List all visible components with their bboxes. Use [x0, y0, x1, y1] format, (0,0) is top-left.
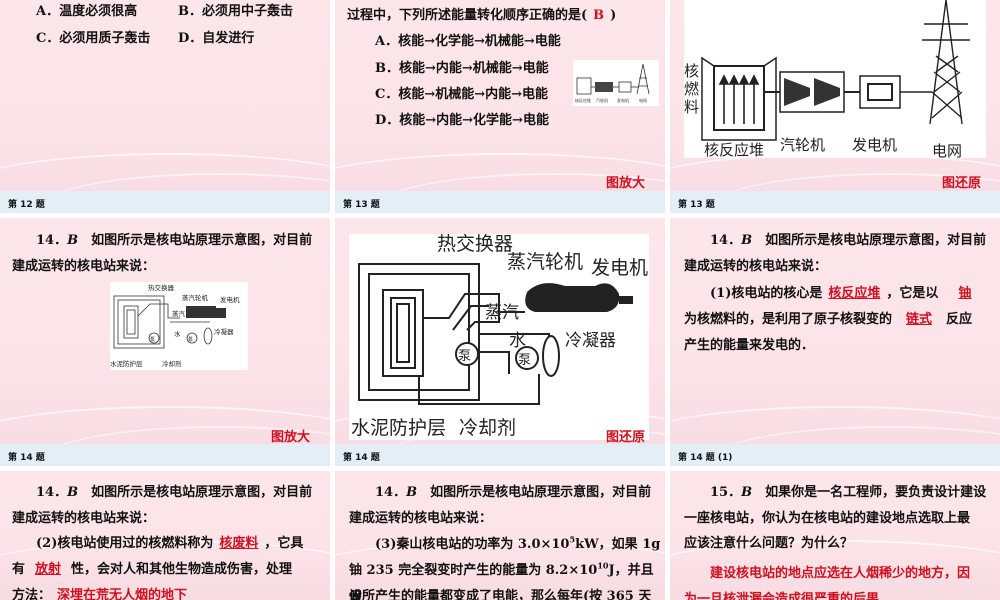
- concrete-shield-label: 水泥防护层: [351, 417, 446, 439]
- slide-footer: 第 13 题: [670, 191, 1000, 213]
- answer-blank-3: 深埋在荒无人烟的地下: [57, 588, 188, 600]
- option-d: D．核能→内能→化学能→电能: [375, 113, 549, 128]
- answer-line-3: 方法：深埋在荒无人烟的地下: [12, 582, 193, 600]
- reactor-thumbnail[interactable]: 热交换器 蒸汽轮机 发电机 蒸汽 冷凝器 水 泵 泵 水泥防护层 冷却剂: [110, 282, 248, 370]
- option-c: C．必须用质子轰击: [36, 31, 151, 46]
- question-line-1: 14．B 如图所示是核电站原理示意图，对目前: [375, 485, 652, 500]
- power-plant-svg: 核 燃 料 核反应堆 汽轮机 发电机 电网: [684, 0, 970, 160]
- svg-text:泵: 泵: [150, 337, 155, 343]
- answer-line-3: 产生的能量来发电的．: [684, 338, 815, 353]
- slide-q14-part1: 14．B 如图所示是核电站原理示意图，对目前 建成运转的核电站来说： (1)核电…: [670, 218, 1000, 466]
- slide-q14-figure: 热交换器 蒸汽轮机 发电机 蒸汽 冷凝器 水 泵 泵 水泥防护层 冷却剂 图还原…: [335, 218, 665, 466]
- slide-footer: 第 13 题: [335, 191, 665, 213]
- answer-mark: B: [593, 8, 605, 23]
- svg-text:电网: 电网: [639, 97, 647, 103]
- zoom-in-button[interactable]: 图放大: [606, 176, 646, 191]
- slide-q14-part3: 14．B 如图所示是核电站原理示意图，对目前 建成运转的核电站来说： (3)秦山…: [335, 471, 665, 600]
- steam-turbine-label: 蒸汽轮机: [507, 251, 583, 273]
- answer-line-2: 为核燃料的，是利用了原子核裂变的链式反应: [684, 312, 973, 327]
- problem-line-3: 设所产生的能量都变成了电能，那么每年(按 365 天: [349, 589, 652, 600]
- steam-label: 蒸汽: [485, 303, 519, 323]
- slide-footer: 第 12 题: [0, 191, 330, 213]
- reactor-label: 核反应堆: [704, 141, 764, 158]
- slide-q14-thumb: 14．B 如图所示是核电站原理示意图，对目前 建成运转的核电站来说： 热交换器: [0, 218, 330, 466]
- slide-footer: 第 14 题: [0, 444, 330, 466]
- slide-q13-figure: 核 燃 料 核反应堆 汽轮机 发电机 电网 图还原 第 13 题: [670, 0, 1000, 213]
- restore-button[interactable]: 图还原: [942, 176, 982, 191]
- answer-blank-3: 链式: [906, 312, 933, 327]
- answer-line-2: 有放射性，会对人和其他生物造成伤害，处理: [12, 562, 293, 577]
- svg-text:冷却剂: 冷却剂: [162, 359, 182, 368]
- pump-label-1: 泵: [458, 349, 471, 364]
- question-line-3: 应该注意什么问题？为什么？: [684, 536, 854, 551]
- slide-q14-part2: 14．B 如图所示是核电站原理示意图，对目前 建成运转的核电站来说： (2)核电…: [0, 471, 330, 600]
- option-a: A．温度必须很高: [36, 4, 138, 19]
- option-c: C．核能→机械能→内能→电能: [375, 87, 549, 102]
- answer-blank-2: 铀: [958, 286, 972, 301]
- answer-blank-1: 核反应堆: [828, 286, 881, 301]
- question-line-2: 建成运转的核电站来说：: [12, 511, 156, 526]
- svg-text:蒸汽轮机: 蒸汽轮机: [182, 293, 209, 302]
- slide-footer: 第 14 题 (1): [670, 444, 1000, 466]
- question-stem: 过程中，下列所述能量转化顺序正确的是(B): [347, 8, 617, 23]
- answer-line-2: 为一旦核泄漏会造成很严重的后果: [684, 592, 880, 600]
- question-line-1: 14．B 如图所示是核电站原理示意图，对目前: [36, 485, 313, 500]
- svg-text:发电机: 发电机: [617, 97, 629, 103]
- svg-text:核反应堆: 核反应堆: [575, 97, 591, 103]
- option-d: D．自发进行: [178, 31, 255, 46]
- option-a: A．核能→化学能→机械能→电能: [375, 34, 561, 49]
- svg-text:水泥防护层: 水泥防护层: [110, 359, 143, 368]
- problem-line-1: (3)秦山核电站的功率为 3.0×105kW，如果 1g: [375, 534, 661, 552]
- svg-text:蒸汽: 蒸汽: [172, 309, 186, 318]
- grid-label: 电网: [932, 142, 962, 158]
- option-b: B．必须用中子轰击: [178, 4, 293, 19]
- svg-text:发电机: 发电机: [220, 295, 240, 304]
- restore-button[interactable]: 图还原: [606, 430, 646, 445]
- reactor-diagram: 热交换器 蒸汽轮机 发电机 蒸汽 冷凝器 水 泵 泵 水泥防护层 冷却剂: [349, 233, 649, 440]
- problem-line-2: 铀 235 完全裂变时产生的能量为 8.2×1010J，并且假: [349, 560, 654, 600]
- answer-line-1: (2)核电站使用过的核燃料称为核废料，它具: [36, 536, 304, 551]
- generator-label: 发电机: [591, 257, 648, 279]
- option-b: B．核能→内能→机械能→电能: [375, 61, 549, 76]
- slide-q13-options: 过程中，下列所述能量转化顺序正确的是(B) A．核能→化学能→机械能→电能 B．…: [335, 0, 665, 213]
- coolant-label: 冷却剂: [459, 417, 516, 439]
- svg-text:热交换器: 热交换器: [148, 283, 175, 292]
- zoom-in-button[interactable]: 图放大: [271, 430, 311, 445]
- answer-line-1: (1)核电站的核心是核反应堆，它是以铀: [710, 280, 991, 307]
- question-line-2: 建成运转的核电站来说：: [349, 511, 493, 526]
- svg-text:泵: 泵: [188, 337, 193, 343]
- svg-text:汽轮机: 汽轮机: [596, 97, 608, 103]
- svg-text:冷凝器: 冷凝器: [214, 327, 234, 336]
- condenser-label: 冷凝器: [565, 331, 616, 351]
- answer-blank-2: 放射: [35, 562, 62, 577]
- question-line-1: 14．B 如图所示是核电站原理示意图，对目前: [710, 233, 987, 248]
- reactor-thumbnail-svg: 热交换器 蒸汽轮机 发电机 蒸汽 冷凝器 水 泵 泵 水泥防护层 冷却剂: [110, 283, 240, 368]
- question-line-2: 一座核电站，你认为在核电站的建设地点选取上最: [684, 511, 971, 526]
- turbine-label: 汽轮机: [780, 136, 825, 154]
- fuel-label-3: 料: [684, 98, 699, 116]
- slide-footer: 第 14 题: [335, 444, 665, 466]
- power-plant-thumbnail: 核反应堆 汽轮机 发电机 电网: [575, 63, 650, 103]
- svg-text:水: 水: [174, 329, 181, 338]
- question-line-2: 建成运转的核电站来说：: [12, 259, 156, 274]
- question-line-1: 14．B 如图所示是核电站原理示意图，对目前: [36, 233, 313, 248]
- fuel-label-2: 燃: [684, 80, 699, 98]
- fuel-label-1: 核: [684, 62, 699, 80]
- generator-label: 发电机: [852, 136, 897, 154]
- answer-line-1: 建设核电站的地点应选在人烟稀少的地方，因: [710, 566, 971, 581]
- heat-exchanger-label: 热交换器: [437, 234, 513, 255]
- slide-q12: A．温度必须很高 B．必须用中子轰击 C．必须用质子轰击 D．自发进行 第 12…: [0, 0, 330, 213]
- answer-blank-1: 核废料: [219, 536, 259, 551]
- power-plant-diagram: 核 燃 料 核反应堆 汽轮机 发电机 电网: [684, 0, 986, 160]
- pump-label-2: 泵: [518, 353, 531, 368]
- water-label: 水: [509, 331, 526, 351]
- question-line-1: 15．B 如果你是一名工程师，要负责设计建设: [710, 485, 987, 500]
- slide-q15: 15．B 如果你是一名工程师，要负责设计建设 一座核电站，你认为在核电站的建设地…: [670, 471, 1000, 600]
- thumbnail-diagram[interactable]: 核反应堆 汽轮机 发电机 电网: [573, 60, 659, 106]
- question-line-2: 建成运转的核电站来说：: [684, 259, 828, 274]
- reactor-diagram-svg: 热交换器 蒸汽轮机 发电机 蒸汽 冷凝器 水 泵 泵 水泥防护层 冷却剂: [351, 233, 648, 439]
